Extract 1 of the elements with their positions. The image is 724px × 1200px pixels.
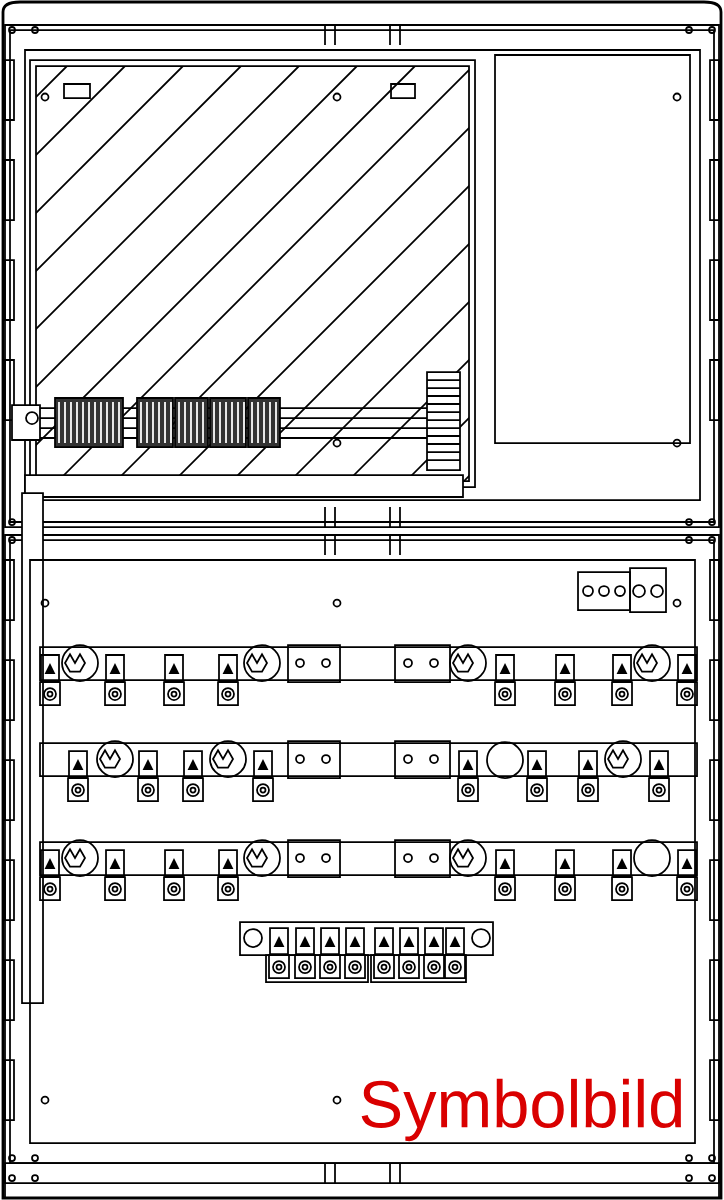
note-text: Symbolbild — [361, 1078, 681, 1142]
